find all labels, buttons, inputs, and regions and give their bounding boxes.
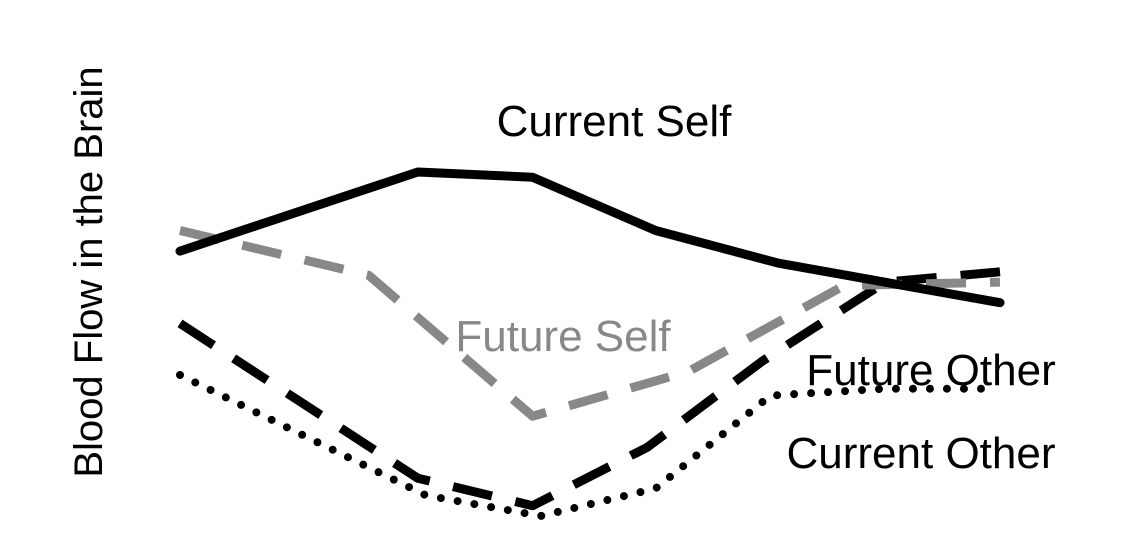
series-line-future-other xyxy=(177,267,1001,511)
series-labels: Current Self Future Self Future Other Cu… xyxy=(455,97,1055,478)
series-label-current-other: Current Other xyxy=(787,429,1056,478)
series-line-current-other xyxy=(176,371,988,520)
y-axis-label: Blood Flow in the Brain xyxy=(67,66,111,477)
series-lines xyxy=(175,167,1005,520)
series-line-current-self xyxy=(175,167,1005,308)
series-label-future-self: Future Self xyxy=(455,312,671,361)
series-line-future-self xyxy=(178,226,1001,421)
series-label-future-other: Future Other xyxy=(806,346,1055,395)
series-label-current-self: Current Self xyxy=(497,97,733,146)
